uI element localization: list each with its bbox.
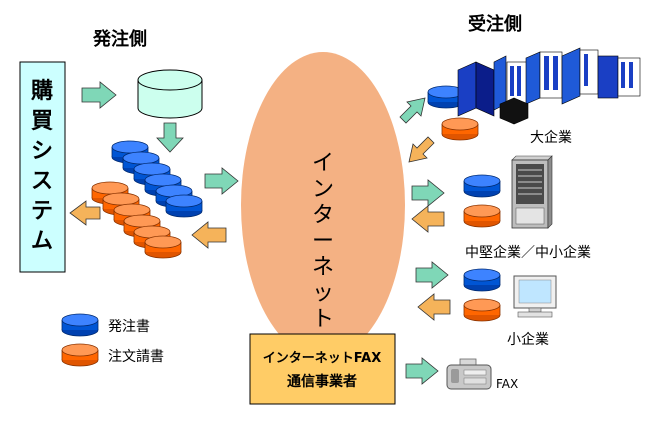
internet-char: イ bbox=[312, 151, 334, 176]
purchase-system-char: 購 bbox=[31, 79, 53, 104]
database-icon bbox=[137, 69, 203, 119]
fax-label: FAX bbox=[496, 377, 518, 391]
purchase-system-char: シ bbox=[31, 139, 53, 164]
arrow-internet-to-mid bbox=[411, 179, 445, 207]
purchase-system-char: ム bbox=[31, 229, 53, 254]
internet-char: ト bbox=[312, 307, 334, 332]
legend-order-swatch bbox=[61, 313, 99, 337]
arrow-internet-to-ack-shape bbox=[191, 221, 227, 249]
internet-char: ッ bbox=[312, 281, 334, 306]
large-company-label: 大企業 bbox=[530, 129, 572, 146]
server-icon bbox=[511, 155, 553, 229]
arrow-mid-to-internet bbox=[411, 205, 445, 233]
arrow-internet-to-small bbox=[415, 261, 449, 289]
legend-ack-swatch bbox=[61, 343, 99, 367]
arrow-large-to-internet bbox=[408, 136, 435, 163]
arrow-order-to-internet bbox=[204, 167, 239, 195]
mid-small-company-label: 中堅企業／中小企業 bbox=[465, 244, 591, 261]
purchase-system-char: テ bbox=[31, 199, 53, 224]
receiver-title: 受注側 bbox=[468, 13, 522, 35]
purchase-system-char: 買 bbox=[31, 109, 53, 134]
large-ack-disk bbox=[441, 117, 479, 141]
legend-ack-label: 注文請書 bbox=[108, 349, 164, 365]
internet-char: ネ bbox=[312, 255, 334, 280]
purchase-system-label: 購 買 シ ス テ ム bbox=[31, 79, 53, 254]
fax-provider-line2: 通信事業者 bbox=[287, 373, 357, 390]
small-order-disk bbox=[463, 268, 501, 292]
fax-provider-box bbox=[249, 333, 396, 405]
legend: 発注書 注文請書 bbox=[61, 313, 164, 367]
small-ack-disk bbox=[463, 298, 501, 322]
small-company-label: 小企業 bbox=[507, 331, 549, 348]
fax-provider-line1: インターネットFAX bbox=[263, 351, 381, 366]
arrow-system-to-db bbox=[81, 81, 117, 109]
purchase-system-box bbox=[19, 61, 66, 273]
arrow-internet-to-large bbox=[399, 97, 426, 124]
arrow-ack-to-system bbox=[69, 200, 101, 226]
orderer-title: 発注側 bbox=[92, 28, 147, 50]
purchase-system-char: ス bbox=[31, 169, 53, 194]
fax-machine-icon bbox=[446, 358, 492, 390]
arrow-to-fax bbox=[405, 357, 439, 385]
mainframe-icon bbox=[457, 47, 641, 125]
arrow-small-to-internet bbox=[417, 293, 451, 321]
mid-order-disk bbox=[463, 174, 501, 198]
legend-order-label: 発注書 bbox=[108, 319, 150, 335]
pc-icon bbox=[513, 275, 557, 318]
arrow-db-down bbox=[156, 122, 184, 153]
internet-char: タ bbox=[312, 203, 334, 228]
mid-ack-disk bbox=[463, 204, 501, 228]
internet-char: ン bbox=[312, 177, 334, 202]
internet-label: イ ン タ ー ネ ッ ト bbox=[312, 151, 334, 332]
internet-ellipse bbox=[241, 52, 405, 358]
internet-char: ー bbox=[312, 229, 334, 254]
